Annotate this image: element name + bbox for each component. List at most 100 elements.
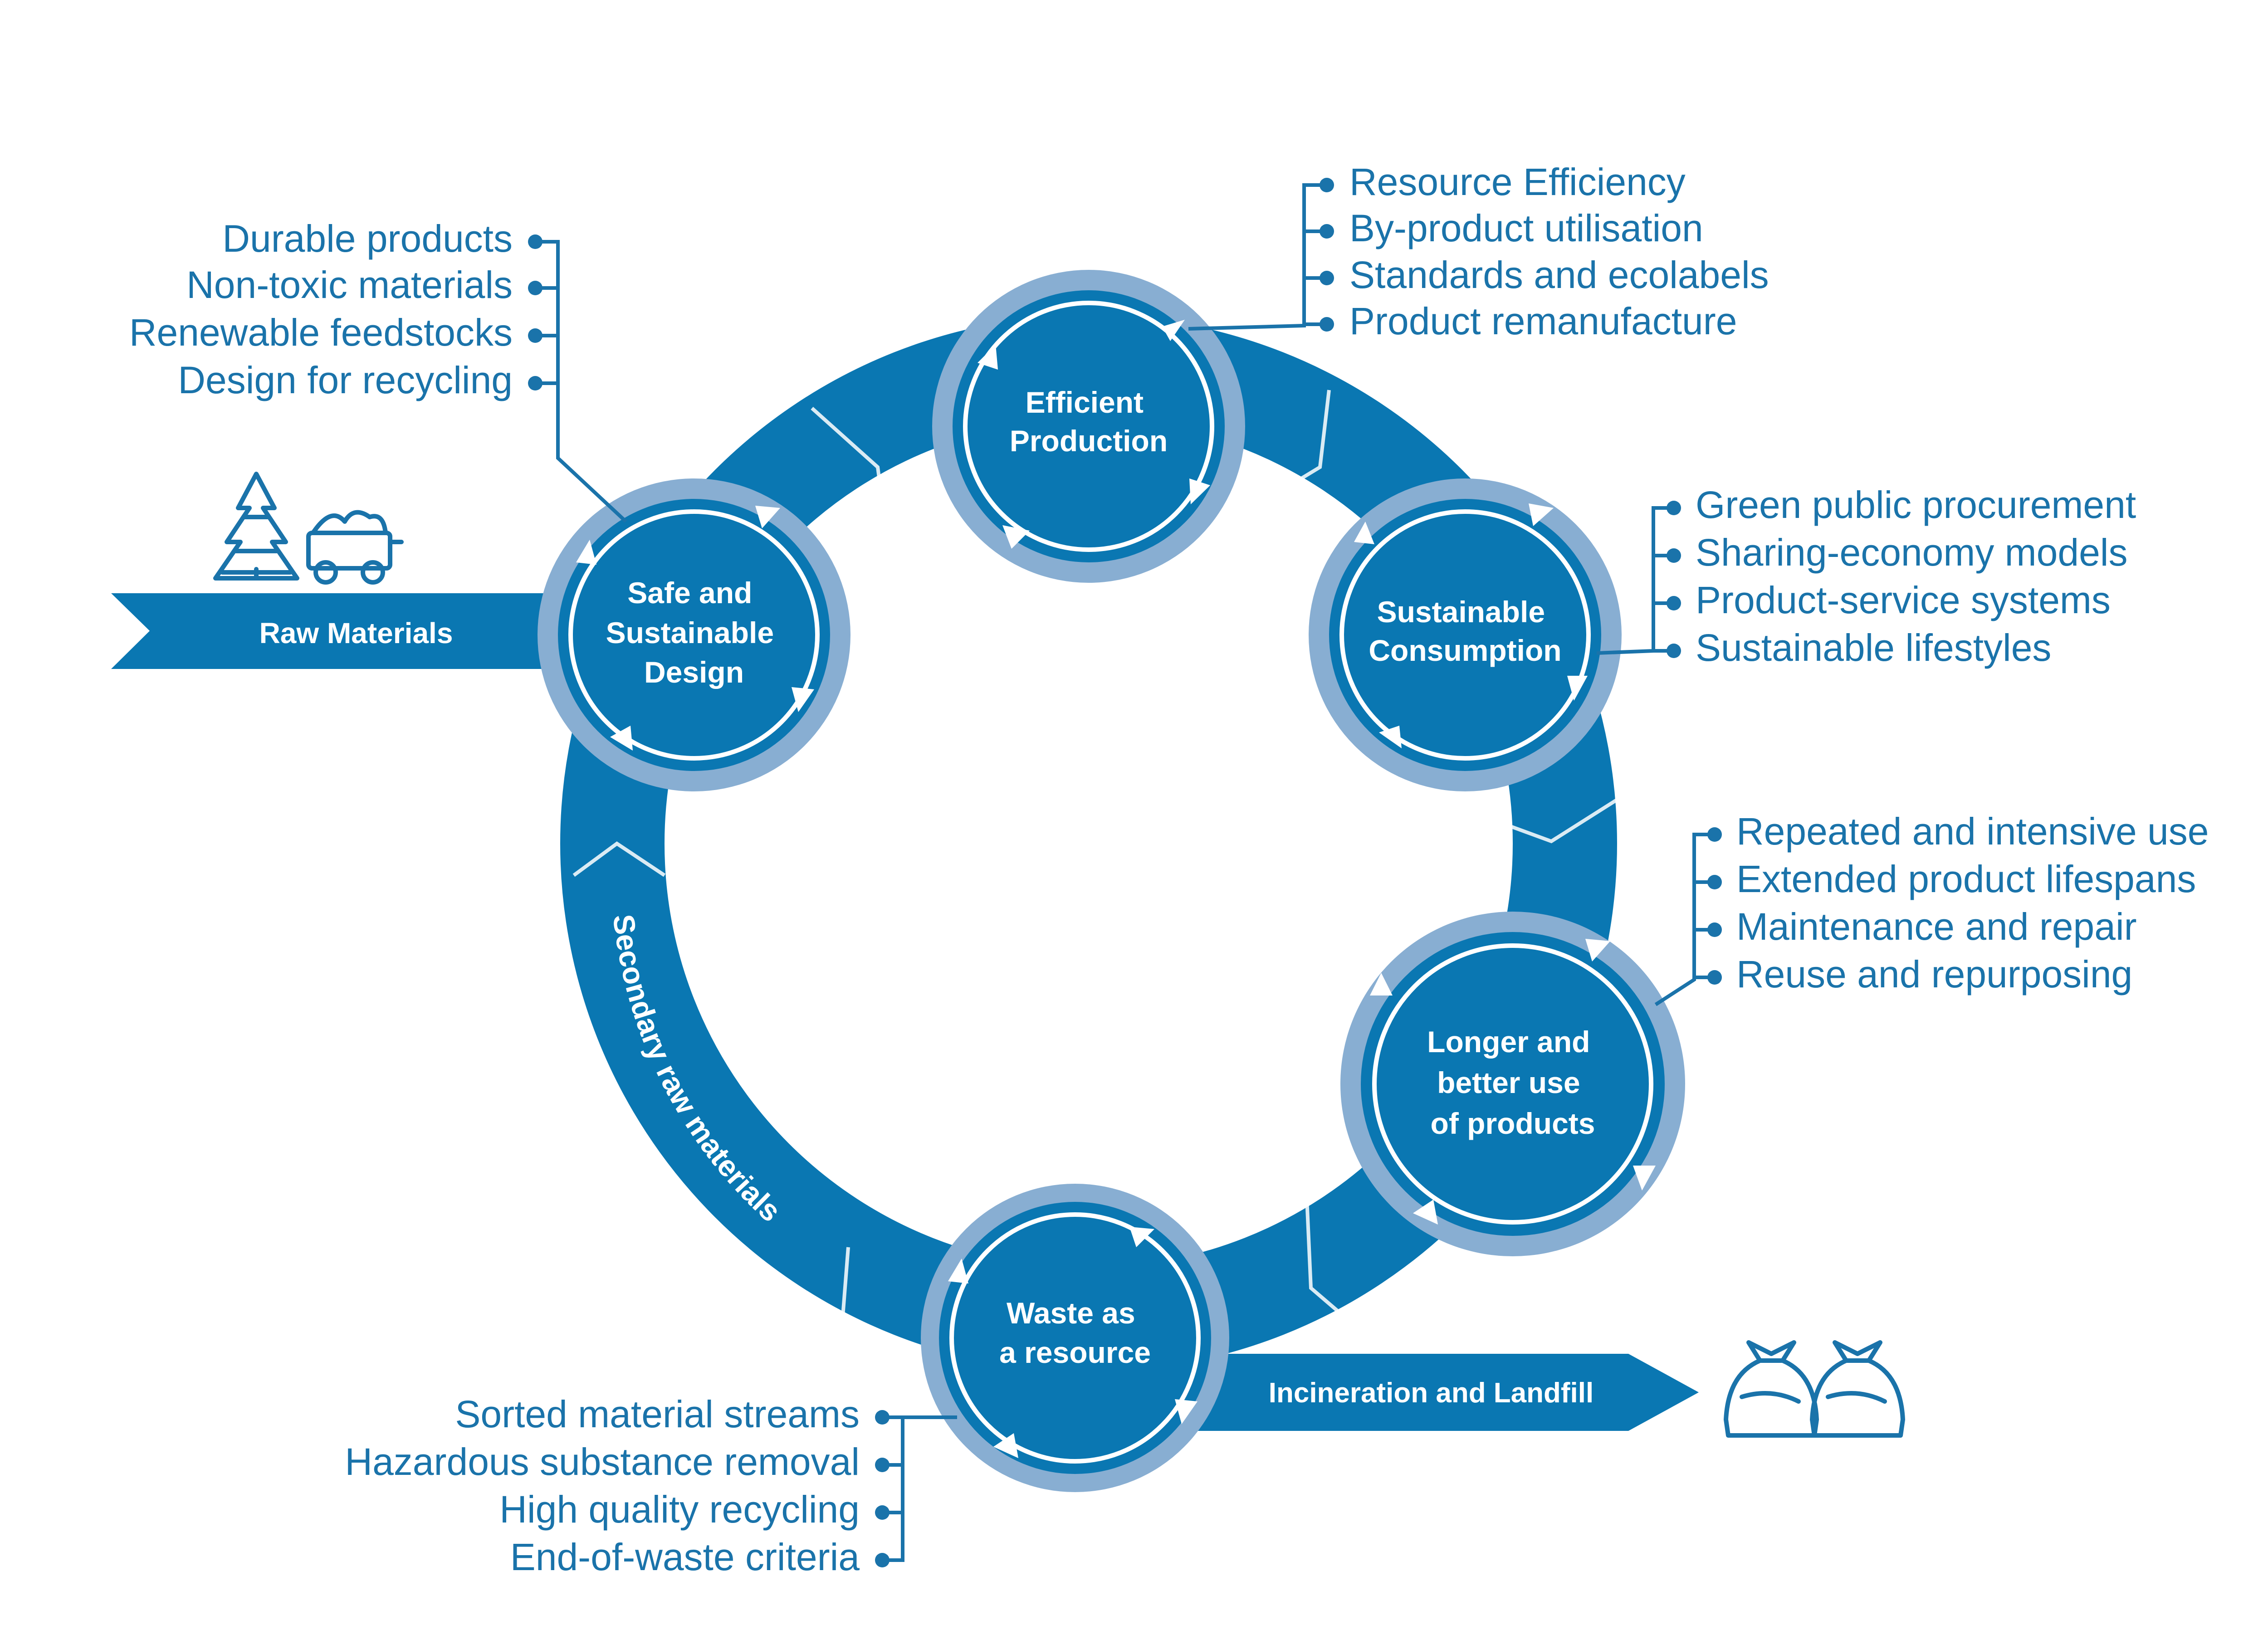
node-circle: [953, 290, 1225, 562]
node-label: Waste as a resource: [999, 1296, 1151, 1369]
list-sustainable-consumption: Green public procurement Sharing-economy…: [1596, 483, 2136, 669]
cycle-arrow-icon: [1002, 525, 1030, 549]
list-bullet: [1667, 548, 1681, 563]
list-bullet: [528, 376, 543, 390]
node-cycle-ring: [963, 301, 1214, 552]
list-item: Design for recycling: [178, 359, 513, 401]
list-item: By-product utilisation: [1349, 207, 1703, 249]
list-item: Product remanufacture: [1349, 300, 1737, 342]
node-circle: [1361, 932, 1665, 1236]
incineration-landfill-label: Incineration and Landfill: [1269, 1377, 1593, 1409]
list-safe-design: Durable products Non-toxic materials Ren…: [129, 217, 627, 523]
list-item: Sorted material streams: [455, 1393, 860, 1435]
list-item: Sustainable lifestyles: [1696, 626, 2051, 669]
node-label-line: Sustainable: [606, 616, 774, 649]
node-label-line: Consumption: [1369, 634, 1561, 667]
node-efficient-production: Efficient Production: [932, 270, 1245, 583]
list-bullet: [1667, 596, 1681, 610]
list-item: Renewable feedstocks: [129, 311, 513, 354]
cycle-arrow-icon: [755, 506, 780, 528]
list-waste-resource: Sorted material streams Hazardous substa…: [345, 1393, 957, 1578]
list-item: Hazardous substance removal: [345, 1440, 860, 1483]
node-label: Sustainable Consumption: [1369, 595, 1561, 667]
cycle-arrow-icon: [1585, 939, 1610, 961]
list-item: Extended product lifespans: [1736, 858, 2196, 900]
list-item: Sharing-economy models: [1696, 531, 2127, 574]
cycle-arrow-icon: [1162, 320, 1185, 341]
list-item: End-of-waste criteria: [510, 1536, 860, 1578]
node-cycle-ring: [1372, 943, 1653, 1225]
list-item: Green public procurement: [1696, 483, 2136, 526]
cycle-arrow-icon: [1567, 676, 1588, 701]
list-bullet: [875, 1553, 890, 1567]
node-label: Efficient Production: [1010, 386, 1168, 458]
list-item: Maintenance and repair: [1736, 905, 2137, 948]
node-cycle-ring: [568, 509, 820, 761]
cycle-arrow-icon: [576, 540, 596, 565]
node-circle: [1329, 499, 1601, 771]
list-bullet: [1320, 224, 1334, 239]
list-bullet: [528, 281, 543, 295]
list-bullet: [1707, 827, 1722, 842]
cycle-arrow-icon: [1354, 522, 1374, 544]
list-efficient-production: Resource Efficiency By-product utilisati…: [1188, 161, 1769, 342]
list-bracket: [885, 1415, 957, 1562]
cycle-arrow-icon: [1129, 1227, 1154, 1247]
node-cycle-ring: [949, 1212, 1201, 1464]
list-bullet: [528, 328, 543, 343]
node-waste-as-resource: Waste as a resource: [921, 1184, 1229, 1492]
list-bullet: [1320, 178, 1334, 192]
cycle-arrow-icon: [1413, 1200, 1438, 1225]
list-bracket: [1188, 183, 1325, 331]
cycle-arrow-icon: [978, 345, 998, 370]
cycle-arrow-icon: [948, 1259, 968, 1283]
trash-bag-icon: [1810, 1340, 1905, 1438]
tree-icon: [213, 472, 299, 581]
list-item: High quality recycling: [499, 1488, 860, 1531]
list-bullet: [1707, 922, 1722, 937]
raw-materials-arrow: [111, 593, 603, 669]
node-label-line: Production: [1010, 424, 1168, 458]
node-cycle-ring: [1339, 509, 1591, 761]
incineration-landfill-arrow: [1193, 1354, 1699, 1431]
node-label-line: better use: [1437, 1066, 1580, 1099]
cycle-arrow-icon: [993, 1433, 1018, 1458]
node-label-line: Sustainable: [1377, 595, 1545, 629]
list-bullet: [875, 1458, 890, 1472]
cycle-arrow-icon: [1189, 478, 1210, 504]
cycle-arrow-icon: [792, 687, 814, 712]
cycle-arrow-icon: [1529, 503, 1554, 526]
trash-bag-icon: [1724, 1340, 1819, 1438]
list-item: Reuse and repurposing: [1736, 953, 2132, 995]
node-label: Longer and better use of products: [1427, 1025, 1598, 1140]
list-item: Durable products: [222, 217, 513, 260]
ring-segment-dividers: [572, 390, 1621, 1358]
node-label-line: a resource: [999, 1336, 1151, 1369]
list-bullet: [1707, 875, 1722, 889]
node-label-line: Waste as: [1007, 1296, 1135, 1330]
cycle-arrow-icon: [1370, 973, 1393, 995]
node-label-line: of products: [1431, 1107, 1595, 1140]
list-longer-use: Repeated and intensive use Extended prod…: [1654, 810, 2209, 1006]
list-item: Non-toxic materials: [186, 264, 513, 306]
list-item: Repeated and intensive use: [1736, 810, 2209, 853]
list-item: Product-service systems: [1696, 579, 2111, 621]
list-bullet: [875, 1410, 890, 1425]
list-bullet: [1707, 970, 1722, 985]
cycle-arrow-icon: [610, 726, 633, 751]
ore-cart-icon: [306, 510, 404, 585]
node-safe-sustainable-design: Safe and Sustainable Design: [538, 478, 850, 791]
cycle-arrow-icon: [1175, 1399, 1198, 1424]
node-label: Safe and Sustainable Design: [606, 576, 782, 689]
node-label-line: Design: [644, 655, 744, 689]
list-item: Resource Efficiency: [1349, 161, 1686, 203]
list-bullet: [1667, 644, 1681, 658]
list-item: Standards and ecolabels: [1349, 254, 1769, 296]
cycle-arrow-icon: [1379, 726, 1402, 748]
list-bullet: [875, 1505, 890, 1520]
node-longer-better-use: Longer and better use of products: [1340, 912, 1685, 1256]
list-bullet: [1667, 501, 1681, 515]
node-sustainable-consumption: Sustainable Consumption: [1309, 478, 1622, 791]
list-bullet: [528, 234, 543, 249]
